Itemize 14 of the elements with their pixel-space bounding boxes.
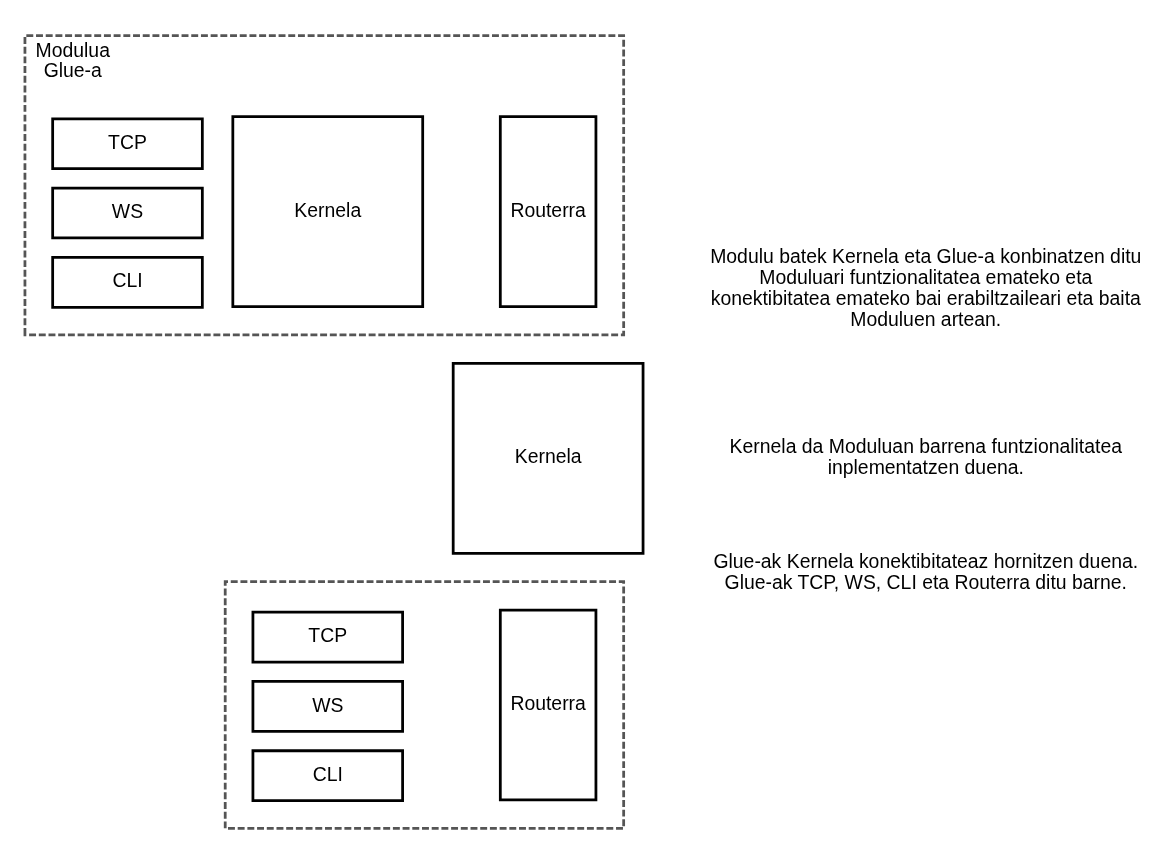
node-box: Kernela xyxy=(231,115,425,308)
node-box: WS xyxy=(51,186,204,240)
node-box: Routerra xyxy=(498,115,598,308)
node-box: CLI xyxy=(251,749,404,803)
cluster xyxy=(223,580,626,830)
label: Kernela da Moduluan barrena funtzionalitatea inplementatzen duena. xyxy=(729,435,1122,478)
label: Glue-ak Kernela konektibitateaz hornitzen duena. Glue-ak TCP, WS, CLI eta Routerra ditu barne. xyxy=(713,550,1139,593)
node-box: TCP xyxy=(51,117,204,171)
node-box: CLI xyxy=(51,256,204,309)
node-box: Routerra xyxy=(498,608,598,802)
label: Modulu batek Kernela eta Glue-a konbinatzen ditu Moduluari funtzionalitatea emateko eta konektibitatea emateko bai erabiltzaileari eta baita Moduluen artean. xyxy=(710,245,1142,330)
node-box: Kernela xyxy=(451,362,645,555)
node-box: TCP xyxy=(251,610,404,664)
node-box: WS xyxy=(251,680,404,733)
